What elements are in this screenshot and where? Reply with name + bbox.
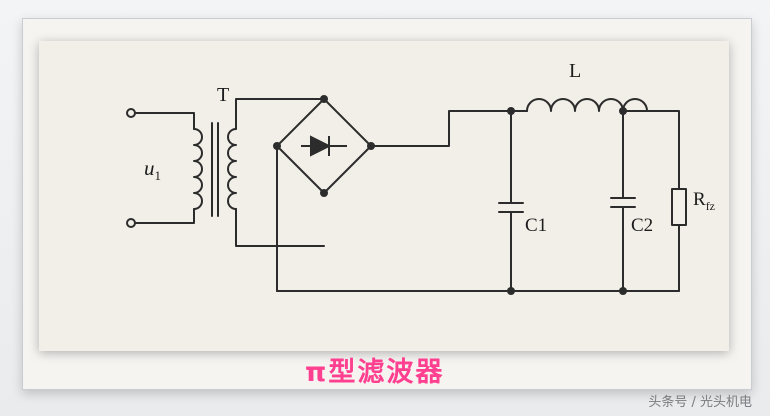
picture-frame: u1 T L C1 C2 Rfz π型滤波器 xyxy=(22,18,752,390)
transformer-label: T xyxy=(217,84,229,106)
junction-dot xyxy=(619,107,627,115)
diode-icon xyxy=(301,135,347,157)
junction-dot xyxy=(619,287,627,295)
watermark: 头条号 / 光头机电 xyxy=(648,395,752,410)
secondary-coil xyxy=(227,128,237,210)
primary-wire-bottom xyxy=(134,208,195,224)
input-voltage-label: u1 xyxy=(144,156,161,183)
capacitor-c1 xyxy=(498,110,524,292)
junction-dot xyxy=(507,107,515,115)
inductor-label: L xyxy=(569,60,581,82)
input-terminal-top xyxy=(126,108,136,118)
junction-dot xyxy=(320,189,328,197)
junction-dot xyxy=(367,142,375,150)
primary-wire-top xyxy=(134,112,195,130)
secondary-wire-bottom xyxy=(235,208,325,247)
load-resistor-label: Rfz xyxy=(693,189,715,213)
capacitor-c2 xyxy=(610,110,636,292)
secondary-wire-top xyxy=(235,98,325,130)
capacitor-c2-label: C2 xyxy=(631,215,653,236)
junction-dot xyxy=(320,95,328,103)
filter-title: π型滤波器 xyxy=(305,357,445,388)
rectifier-output-wire xyxy=(370,110,512,147)
load-resistor xyxy=(671,188,687,226)
junction-dot xyxy=(507,287,515,295)
circuit-photo: u1 T L C1 C2 Rfz xyxy=(39,41,729,351)
input-terminal-bottom xyxy=(126,218,136,228)
transformer-core xyxy=(211,122,219,217)
junction-dot xyxy=(273,142,281,150)
primary-coil xyxy=(193,128,203,210)
top-rail-right xyxy=(622,110,680,190)
pi-filter-circuit-diagram: u1 T L C1 C2 Rfz xyxy=(126,60,715,295)
capacitor-c1-label: C1 xyxy=(525,215,547,236)
inductor-l xyxy=(526,98,648,112)
